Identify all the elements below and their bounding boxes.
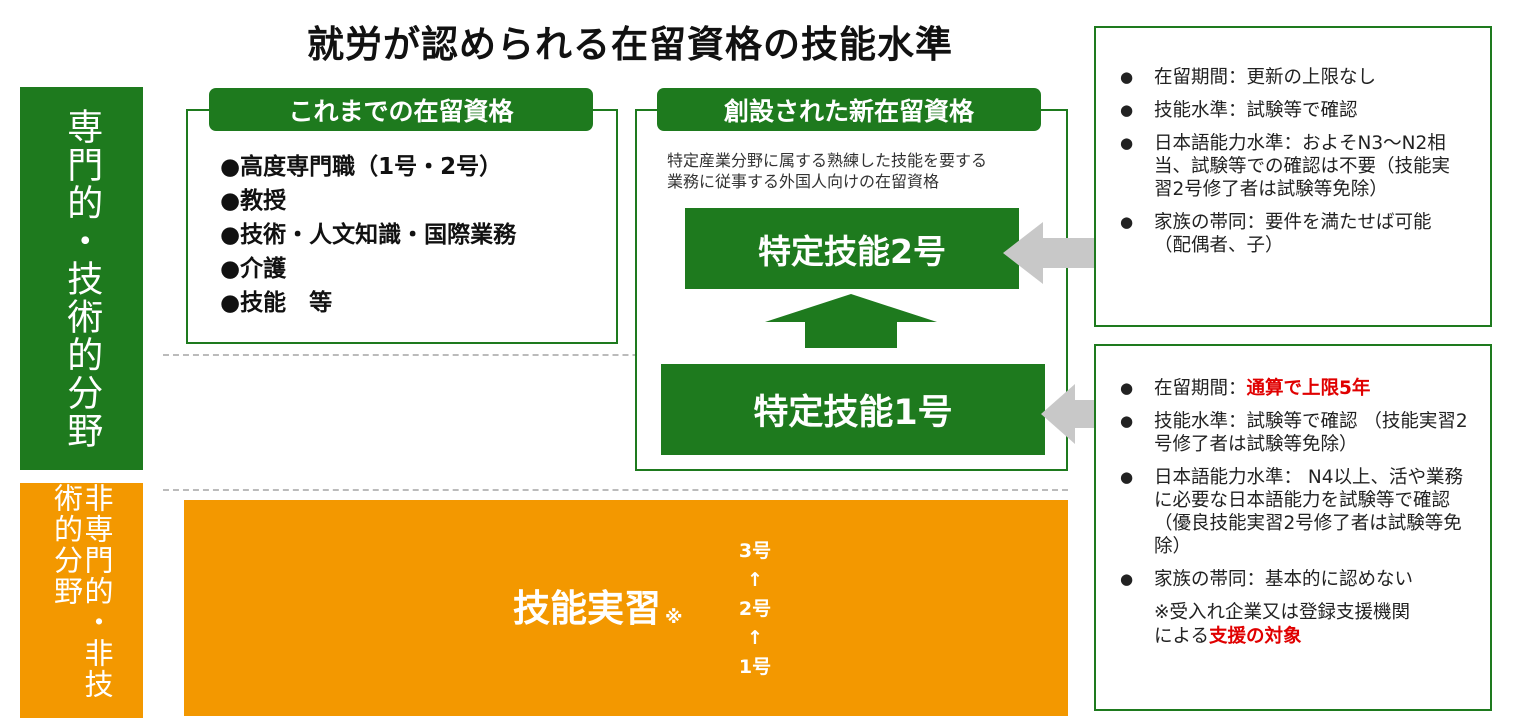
description-line: 特定産業分野に属する熟練した技能を要する [667, 151, 988, 170]
list-item: ●在留期間：通算で上限5年 [1120, 378, 1371, 399]
old-status-header: これまでの在留資格 [209, 88, 593, 131]
bullet-icon: ● [1120, 134, 1134, 152]
band-non-professional-label: 非専門的・非技術的分野 [49, 483, 114, 700]
page-title: 就労が認められる在留資格の技能水準 [307, 23, 953, 66]
training-level-2: 2号 [738, 598, 772, 620]
training-level-3: 3号 [738, 540, 772, 562]
specified-skill-1-block: 特定技能1号 [661, 364, 1045, 455]
info-box-level-1: ●在留期間：通算で上限5年 ●技能水準：試験等で確認 （技能実習2号修了者は試験… [1094, 344, 1492, 711]
list-item: ●技能水準：試験等で確認 （技能実習2号修了者は試験等免除） [1120, 411, 1468, 455]
support-footnote: ※受入れ企業又は登録支援機関 による支援の対象 [1154, 602, 1411, 647]
list-item: ●介護 [220, 256, 287, 282]
up-arrow-icon: ↑ [747, 627, 763, 649]
bullet-icon: ● [1120, 412, 1134, 430]
left-arrow-icon [1041, 384, 1109, 444]
list-item: ●日本語能力水準：およそN3～N2相当、試験等での確認は不要（技能実習2号修了者… [1120, 133, 1451, 200]
list-item: ●技能 等 [220, 290, 333, 316]
list-item: ●在留期間：更新の上限なし [1120, 67, 1377, 88]
bullet-icon: ● [1120, 468, 1134, 486]
stay-limit-highlight: 通算で上限5年 [1246, 378, 1371, 399]
list-item: ●家族の帯同：要件を満たせば可能（配偶者、子） [1120, 212, 1432, 256]
list-item: ●家族の帯同：基本的に認めない [1120, 569, 1414, 590]
divider-dashed-lower [163, 489, 1068, 491]
technical-intern-training-block [184, 500, 1068, 716]
up-arrow-icon [765, 294, 937, 348]
bullet-icon: ● [1120, 101, 1134, 119]
new-status-description: 特定産業分野に属する熟練した技能を要する 業務に従事する外国人向けの在留資格 [667, 150, 987, 192]
list-item: ●高度専門職（1号・2号） [220, 154, 503, 180]
bullet-icon: ● [1120, 68, 1134, 86]
training-levels: 3号 ↑ 2号 ↑ 1号 [720, 537, 790, 682]
bullet-icon: ● [1120, 213, 1134, 231]
training-note-mark: ※ [665, 607, 683, 628]
band-professional: 専門的・技術的分野 [20, 87, 143, 470]
old-status-box [186, 109, 618, 344]
up-arrow-icon: ↑ [747, 569, 763, 591]
list-item: ●技術・人文知識・国際業務 [220, 222, 517, 248]
left-arrow-icon [1003, 222, 1109, 284]
technical-intern-training-title: 技能実習※ [513, 578, 683, 632]
bullet-icon: ● [1120, 379, 1134, 397]
bullet-icon: ● [1120, 570, 1134, 588]
list-item: ●日本語能力水準： N4以上、活や業務に必要な日本語能力を試験等で確認（優良技能… [1120, 467, 1463, 557]
info-box-level-2: ●在留期間：更新の上限なし ●技能水準：試験等で確認 ●日本語能力水準：およそN… [1094, 26, 1492, 327]
new-status-header: 創設された新在留資格 [657, 88, 1041, 131]
old-status-list: ●高度専門職（1号・2号） ●教授 ●技術・人文知識・国際業務 ●介護 ●技能 … [220, 150, 516, 320]
band-professional-label: 専門的・技術的分野 [61, 107, 103, 450]
list-item: ●技能水準：試験等で確認 [1120, 100, 1358, 121]
training-label: 技能実習 [513, 587, 661, 630]
band-non-professional: 非専門的・非技術的分野 [20, 483, 143, 718]
training-level-1: 1号 [738, 656, 772, 678]
description-line: 業務に従事する外国人向けの在留資格 [667, 172, 940, 191]
support-highlight: 支援の対象 [1208, 626, 1302, 647]
list-item: ●教授 [220, 188, 287, 214]
divider-dashed-upper [163, 354, 1068, 356]
specified-skill-2-block: 特定技能2号 [685, 208, 1019, 289]
